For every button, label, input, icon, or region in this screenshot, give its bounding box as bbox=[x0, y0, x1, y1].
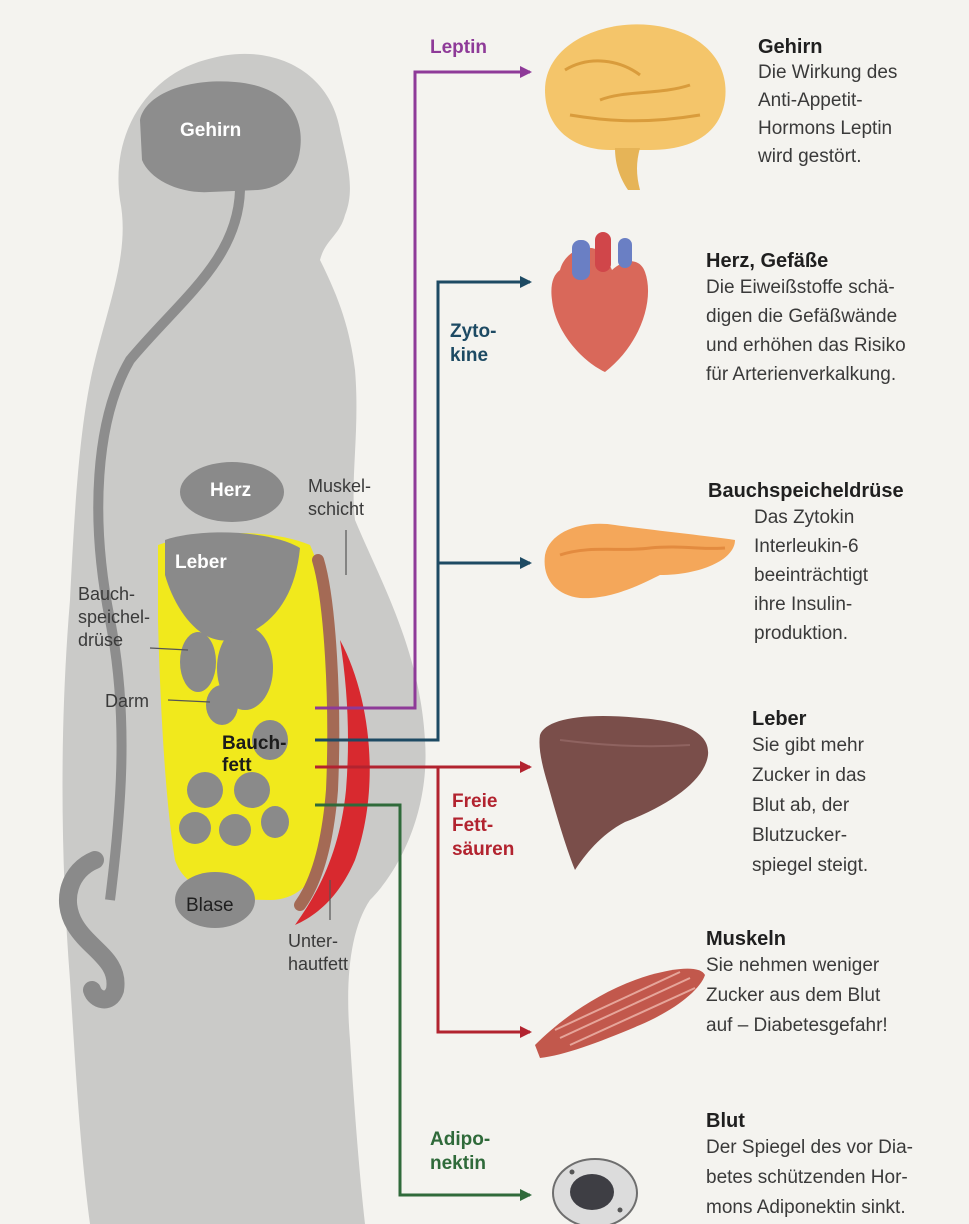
effect-text: Sie nehmen weniger Zucker aus dem Blut a… bbox=[706, 951, 888, 1041]
effect-title: Herz, Gefäße bbox=[706, 250, 906, 273]
bowel-loop bbox=[261, 806, 289, 838]
effect-text: Sie gibt mehr Zucker in das Blut ab, der… bbox=[752, 731, 868, 881]
effect-liver: Leber Sie gibt mehr Zucker in das Blut a… bbox=[752, 708, 868, 881]
bowel-loop bbox=[219, 814, 251, 846]
brain-label: Gehirn bbox=[180, 120, 241, 142]
cytokine-flow-label: Zyto- kine bbox=[450, 320, 496, 368]
fatty-acid-flow-label: Freie Fett- säuren bbox=[452, 790, 514, 862]
effect-title: Blut bbox=[706, 1110, 913, 1133]
effect-title: Bauchspeicheldrüse bbox=[708, 480, 904, 503]
bowel-loop bbox=[206, 685, 238, 725]
subcutaneous-fat-annotation: Unter- hautfett bbox=[288, 930, 348, 976]
leptin-flow-label: Leptin bbox=[430, 36, 487, 60]
intestine-annotation: Darm bbox=[105, 690, 149, 713]
heart-illustration bbox=[551, 232, 648, 372]
muscle-layer-annotation: Muskel- schicht bbox=[308, 475, 371, 521]
muscle-illustration bbox=[535, 969, 705, 1058]
effect-blood: Blut Der Spiegel des vor Dia- betes schü… bbox=[706, 1110, 913, 1223]
bowel-loop bbox=[179, 812, 211, 844]
effect-brain: Gehirn Die Wirkung des Anti-Appetit- Hor… bbox=[758, 36, 897, 171]
effect-text: Die Eiweißstoffe schä- digen die Gefäßwä… bbox=[706, 273, 906, 389]
effect-pancreas: Bauchspeicheldrüse Das Zytokin Interleuk… bbox=[708, 480, 904, 648]
liver-illustration bbox=[539, 716, 708, 870]
effect-heart: Herz, Gefäße Die Eiweißstoffe schä- dige… bbox=[706, 250, 906, 389]
effect-title: Muskeln bbox=[706, 928, 888, 951]
blood-cell-illustration bbox=[553, 1159, 637, 1224]
bowel-loop bbox=[187, 772, 223, 808]
effect-text: Die Wirkung des Anti-Appetit- Hormons Le… bbox=[758, 59, 897, 171]
brain-illustration bbox=[545, 24, 726, 190]
adiponectin-flow-label: Adipo- nektin bbox=[430, 1128, 490, 1176]
bladder-label: Blase bbox=[186, 895, 234, 917]
effect-text: Das Zytokin Interleukin-6 beeinträchtigt… bbox=[754, 503, 904, 648]
effect-text: Der Spiegel des vor Dia- betes schützend… bbox=[706, 1133, 913, 1223]
belly-fat-label: Bauch- fett bbox=[222, 733, 286, 777]
pancreas-annotation: Bauch- speichel- drüse bbox=[78, 583, 150, 652]
pancreas-shape bbox=[180, 632, 216, 692]
pancreas-illustration bbox=[545, 524, 735, 598]
liver-label: Leber bbox=[175, 552, 227, 574]
effect-muscles: Muskeln Sie nehmen weniger Zucker aus de… bbox=[706, 928, 888, 1041]
effect-title: Leber bbox=[752, 708, 868, 731]
bowel-loop bbox=[234, 772, 270, 808]
heart-label: Herz bbox=[210, 480, 251, 502]
effect-title: Gehirn bbox=[758, 36, 897, 59]
